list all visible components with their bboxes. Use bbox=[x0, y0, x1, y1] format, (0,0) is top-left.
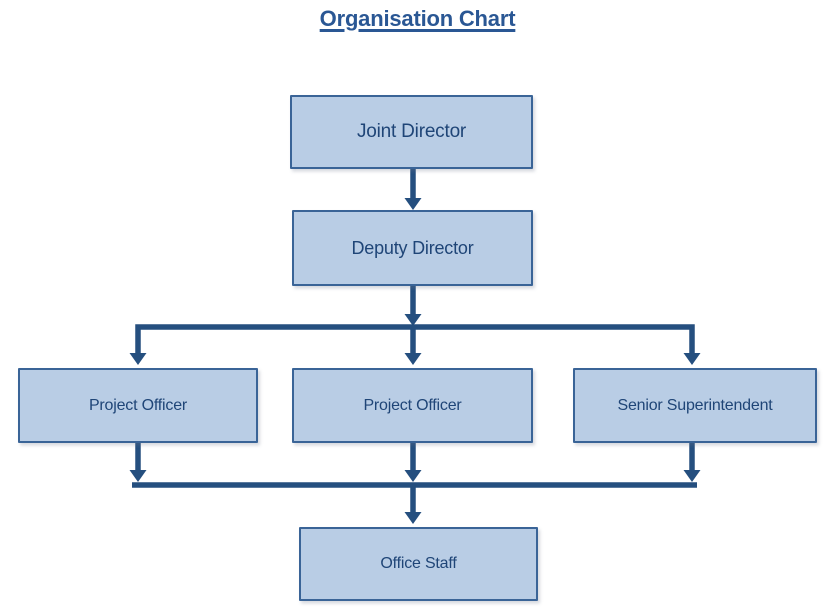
arrowhead-merge-to-office bbox=[404, 512, 422, 524]
page-title: Organisation Chart bbox=[0, 6, 835, 32]
arrowhead-right-to-merge bbox=[683, 470, 701, 482]
arrowhead-left-to-merge bbox=[129, 470, 147, 482]
arrowhead-branch-to-middle bbox=[404, 353, 422, 365]
org-node-senior-superintendent: Senior Superintendent bbox=[573, 368, 817, 443]
arrowhead-branch-to-left bbox=[129, 353, 147, 365]
arrowhead-middle-to-merge bbox=[404, 470, 422, 482]
org-node-project-officer-left-label: Project Officer bbox=[88, 396, 188, 414]
org-node-office-staff: Office Staff bbox=[299, 527, 538, 601]
arrowhead-joint-to-deputy bbox=[404, 198, 422, 210]
org-node-deputy-director: Deputy Director bbox=[292, 210, 533, 286]
connector-branch-bar-upper bbox=[135, 324, 695, 353]
page-title-text: Organisation Chart bbox=[319, 6, 516, 31]
org-node-deputy-director-label: Deputy Director bbox=[351, 237, 474, 258]
org-node-project-officer-left: Project Officer bbox=[18, 368, 258, 443]
arrowhead-branch-to-right bbox=[683, 353, 701, 365]
org-node-joint-director: Joint Director bbox=[290, 95, 533, 169]
org-node-joint-director-label: Joint Director bbox=[356, 121, 467, 142]
org-node-project-officer-middle-label: Project Officer bbox=[363, 396, 462, 414]
arrowhead-deputy-to-branch bbox=[404, 314, 422, 326]
org-node-project-officer-middle: Project Officer bbox=[292, 368, 533, 443]
org-node-office-staff-label: Office Staff bbox=[380, 555, 457, 572]
org-node-senior-superintendent-label: Senior Superintendent bbox=[617, 396, 773, 414]
